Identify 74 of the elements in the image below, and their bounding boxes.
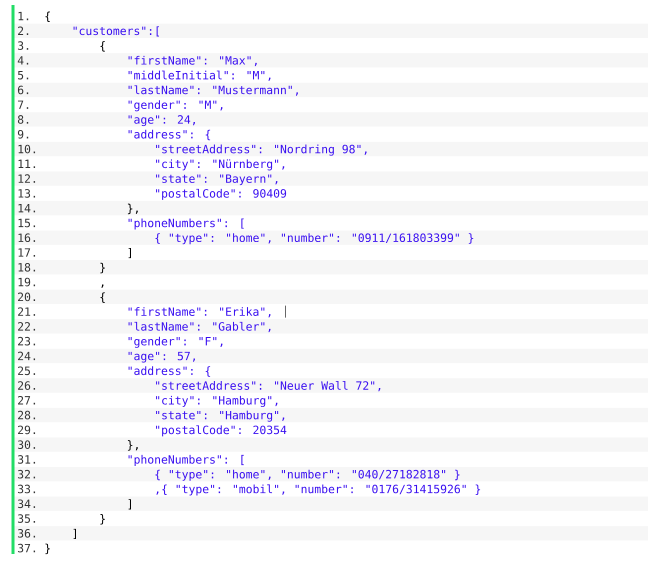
code-line: "state": "Bayern", (156, 174, 278, 186)
code-line: "postalCode": 90409 (156, 188, 286, 200)
line-number: 23. (18, 336, 36, 346)
line-number: 32. (18, 470, 36, 479)
code-line: "phoneNumbers": [ (128, 454, 244, 466)
line-number: 5. (18, 71, 28, 80)
line-number: 34. (18, 499, 36, 508)
code-line: { (100, 41, 105, 52)
code-line: "streetAddress": "Neuer Wall 72", (156, 380, 380, 392)
line-number: 35. (18, 514, 36, 523)
code-line: , (101, 284, 104, 288)
line-number: 17. (18, 248, 36, 257)
code-line: "address": { (128, 366, 210, 377)
code-line: "city": "Nürnberg", (156, 159, 284, 170)
line-number: 27. (18, 396, 36, 404)
code-line: "age": 57, (128, 352, 195, 363)
code-line: "streetAddress": "Nordring 98", (156, 144, 367, 156)
line-number: 33. (18, 484, 36, 494)
code-line: ] (128, 499, 131, 510)
code-line: { (45, 12, 50, 22)
line-number: 26. (18, 381, 36, 390)
line-number: 7. (18, 100, 28, 109)
code-line: { "type": "home", "number": "0911/161803399" } (155, 233, 474, 244)
line-number: 12. (18, 174, 36, 183)
line-number: 24. (18, 352, 36, 360)
line-number: 4. (18, 56, 28, 65)
line-number: 15. (18, 218, 36, 228)
code-line: }, (128, 440, 138, 451)
code-line: ] (74, 528, 76, 539)
code-line: } (100, 262, 105, 274)
code-line: "customers":[ (74, 26, 159, 36)
line-number: 21. (18, 307, 36, 316)
code-line: "phoneNumbers": [ (128, 218, 244, 230)
code-line: } (45, 544, 50, 554)
code-line: "middleInitial": "M", (128, 70, 270, 81)
code-line: "gender": "M", (128, 100, 222, 112)
code-line: "address": { (128, 130, 210, 140)
line-number: 8. (18, 115, 28, 124)
code-line: ] (128, 248, 131, 258)
line-number: 11. (18, 160, 36, 168)
line-number: 37. (18, 544, 36, 552)
line-number: 22. (18, 322, 36, 331)
line-number: 10. (18, 144, 36, 154)
code-line: "postalCode": 20354 (156, 425, 286, 436)
line-number: 20. (18, 292, 36, 302)
code-line: "age": 24, (128, 115, 195, 126)
line-number: 29. (18, 426, 36, 434)
line-number: 25. (18, 366, 36, 376)
line-number: 2. (18, 26, 28, 35)
code-line: "lastName": "Mustermann", (128, 85, 298, 96)
line-number: 19. (18, 278, 36, 286)
code-line: "firstName": "Erika", (128, 307, 270, 318)
line-number: 14. (18, 204, 36, 212)
line-number: 31. (18, 455, 36, 464)
line-number: 18. (18, 262, 36, 272)
line-number: 1. (18, 12, 28, 20)
code-line: "state": "Hamburg", (156, 410, 284, 422)
code-line: "gender": "F", (128, 336, 222, 348)
line-number: 6. (18, 86, 28, 94)
line-number: 36. (18, 529, 36, 538)
line-number: 16. (18, 233, 36, 242)
code-line: ,{ "type": "mobil", "number": "0176/31415926" } (156, 484, 480, 496)
code-line: { (100, 292, 105, 303)
line-number: 3. (18, 41, 28, 50)
code-line: } (100, 514, 105, 525)
code-line: { "type": "home", "number": "040/27182818" } (155, 470, 460, 481)
line-number: 28. (18, 410, 36, 420)
code-line: "city": "Hamburg", (156, 396, 278, 407)
line-number: 13. (18, 189, 36, 198)
line-number: 9. (18, 130, 28, 139)
code-line: }, (128, 204, 138, 214)
code-line: "lastName": "Gabler", (128, 322, 270, 332)
code-line: "firstName": "Max", (128, 56, 257, 66)
line-number: 30. (18, 440, 36, 449)
